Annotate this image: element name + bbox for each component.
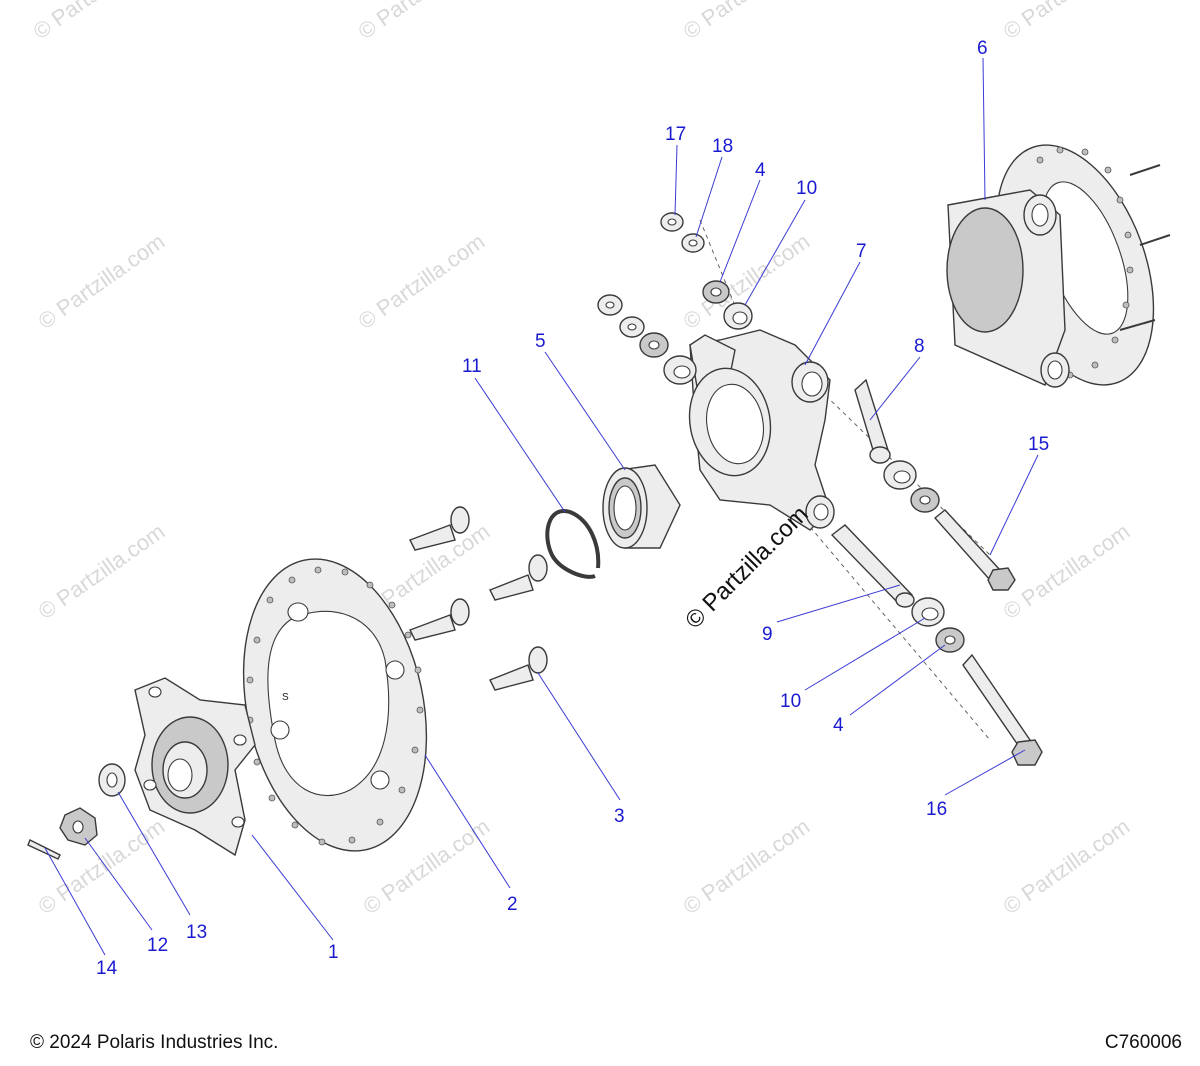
callout-9: 9	[762, 624, 773, 645]
leader-lines	[44, 57, 1039, 956]
callout-17: 17	[665, 124, 686, 145]
callout-labels: 17 18 4 10 6 7 5 11 8 15 9 10 4 16 3 2 1…	[96, 38, 1049, 979]
callout-4: 4	[755, 160, 766, 181]
callout-5: 5	[535, 331, 546, 352]
cotter-pin-part	[27, 839, 61, 860]
center-watermark: © Partzilla.com	[680, 501, 813, 634]
watermark: © Partzilla.com	[999, 814, 1135, 920]
watermark: © Parts	[679, 0, 754, 44]
upper-bolt-part	[933, 509, 1016, 591]
watermark: © Partzilla.com	[354, 229, 490, 335]
wheel-hub-part	[134, 677, 256, 857]
callout-7: 7	[856, 241, 867, 262]
callout-4-lower: 4	[833, 715, 844, 736]
callout-8: 8	[914, 336, 925, 357]
copyright-text: © 2024 Polaris Industries Inc.	[30, 1032, 279, 1053]
callout-14: 14	[96, 958, 118, 979]
diagram-code: C760006	[1104, 1032, 1182, 1053]
lower-sleeve-part	[830, 524, 915, 608]
castle-nut-part	[59, 807, 98, 846]
assembled-knuckle-part	[946, 144, 1171, 388]
rotor-stamp: S	[282, 692, 289, 703]
callout-11: 11	[462, 356, 482, 377]
callout-10-lower: 10	[780, 691, 801, 712]
callout-16: 16	[926, 799, 947, 820]
callout-15: 15	[1028, 434, 1049, 455]
snap-ring-part	[545, 508, 601, 579]
brake-rotor-part: S	[242, 558, 428, 852]
lower-bolt-part	[962, 653, 1043, 766]
callout-18: 18	[712, 136, 733, 157]
wheel-bearing-part	[602, 464, 681, 549]
callout-3: 3	[614, 806, 625, 827]
watermark: © Parts	[999, 0, 1074, 44]
watermark: © Parts	[354, 0, 429, 44]
watermark: © Partzilla.com	[34, 814, 170, 920]
upper-sleeve-part	[854, 378, 891, 464]
wheel-studs-part	[409, 506, 548, 691]
callout-6: 6	[977, 38, 988, 59]
callout-13: 13	[186, 922, 207, 943]
watermark: © Parts	[29, 0, 104, 44]
assembly-axis-line	[799, 514, 991, 741]
knuckle-part	[688, 329, 835, 531]
callout-10: 10	[796, 178, 817, 199]
watermark: © Partzilla.com	[999, 519, 1135, 625]
callout-1: 1	[328, 942, 339, 963]
watermark: © Partzilla.com	[34, 229, 170, 335]
callout-12: 12	[147, 935, 168, 956]
callout-2: 2	[507, 894, 518, 915]
watermark: © Partzilla.com	[679, 814, 815, 920]
upper-bushing-stack	[597, 212, 753, 385]
watermark: © Partzilla.com	[34, 519, 170, 625]
